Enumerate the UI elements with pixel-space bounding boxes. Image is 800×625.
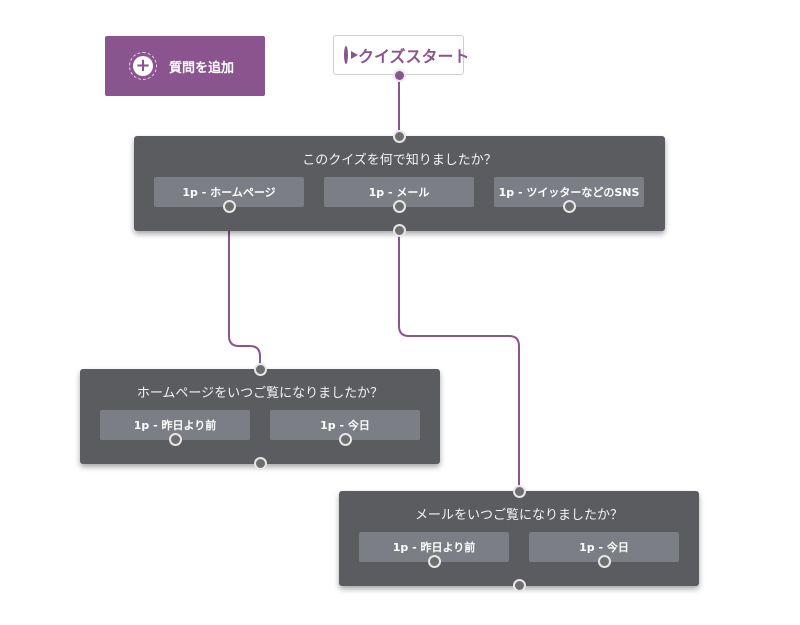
plus-icon: + (129, 52, 157, 80)
question-node-2[interactable]: ホームページをいつご覧になりましたか？ 1p - 昨日より前 1p - 今日 (80, 369, 440, 464)
answer-option[interactable]: 1p - メール (324, 177, 474, 207)
quiz-start-node[interactable]: クイズスタート (333, 35, 470, 75)
question-3-input-port[interactable] (513, 485, 526, 498)
question-title: このクイズを何で知りましたか？ (302, 153, 497, 168)
play-icon (344, 46, 358, 64)
question-2-output-port[interactable] (254, 457, 267, 470)
answer-output-port[interactable] (169, 433, 182, 446)
question-title: ホームページをいつご覧になりましたか？ (136, 386, 384, 401)
answer-output-port[interactable] (598, 555, 611, 568)
question-2-input-port[interactable] (254, 363, 267, 376)
answer-output-port[interactable] (428, 555, 441, 568)
question-3-output-port[interactable] (513, 579, 526, 592)
question-1-input-port[interactable] (393, 130, 406, 143)
answer-output-port[interactable] (223, 200, 236, 213)
start-output-port[interactable] (393, 69, 406, 82)
question-node-1[interactable]: このクイズを何で知りましたか？ 1p - ホームページ 1p - メール 1p … (134, 136, 665, 231)
answer-output-port[interactable] (339, 433, 352, 446)
answer-option[interactable]: 1p - 昨日より前 (359, 532, 509, 562)
add-question-label: 質問を追加 (169, 60, 235, 76)
quiz-start-label: クイズスタート (358, 47, 470, 66)
answer-output-port[interactable] (393, 200, 406, 213)
question-1-output-port[interactable] (393, 224, 406, 237)
add-question-button[interactable]: + 質問を追加 (105, 36, 265, 96)
answer-output-port[interactable] (563, 200, 576, 213)
question-title: メールをいつご覧になりましたか？ (414, 508, 623, 523)
question-node-3[interactable]: メールをいつご覧になりましたか？ 1p - 昨日より前 1p - 今日 (339, 491, 699, 586)
